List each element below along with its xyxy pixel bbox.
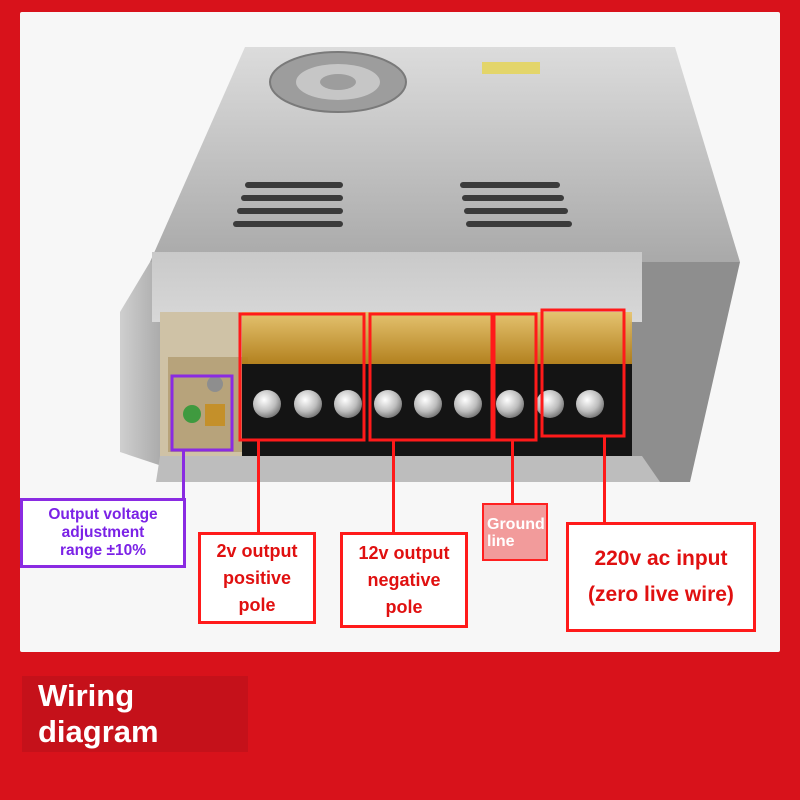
adjuster-callout-box (170, 374, 234, 452)
case-top (150, 47, 740, 262)
positive-connector (257, 440, 260, 536)
negative-pole-label: 12v output negative pole (340, 532, 468, 628)
vent-slots-right (460, 182, 572, 227)
power-supply-illustration (120, 47, 740, 482)
negative-line2: negative (367, 569, 441, 590)
ac-input-line1: 220v ac input (594, 547, 728, 570)
output-voltage-line1: Output voltage (48, 505, 158, 523)
terminal-screws (253, 390, 604, 418)
adjuster-connector (182, 450, 185, 502)
output-voltage-label: Output voltage adjustment range ±10% (20, 498, 186, 568)
ac-input-callout-box (540, 308, 626, 438)
negative-line3: pole (385, 596, 423, 617)
ac-input-label: 220v ac input (zero live wire) (566, 522, 756, 632)
output-voltage-line2: adjustment (61, 523, 145, 541)
title-line1: Wiring (38, 678, 135, 713)
vent-slots-left (233, 182, 343, 227)
negative-callout-box (368, 312, 494, 442)
ac-input-connector (603, 436, 606, 524)
ground-connector (511, 440, 514, 504)
ground-line1: Ground (487, 516, 545, 533)
output-voltage-line3: range ±10% (59, 542, 147, 560)
positive-line1: 2v output (216, 540, 298, 561)
case-side-right (620, 262, 740, 482)
ground-line2: line (487, 533, 515, 550)
negative-connector (392, 440, 395, 536)
positive-callout-box (238, 312, 366, 442)
title-background (22, 676, 248, 752)
warning-sticker (482, 62, 540, 74)
positive-pole-label: 2v output positive pole (198, 532, 316, 624)
ground-line-label: Ground line (482, 503, 548, 561)
wiring-diagram-title: Wiring diagram (38, 678, 159, 750)
terminal-cover (242, 312, 632, 364)
negative-line1: 12v output (358, 542, 450, 563)
positive-line3: pole (238, 594, 276, 615)
ground-callout-box (492, 312, 538, 442)
title-line2: diagram (38, 714, 159, 749)
ac-input-line2: (zero live wire) (588, 583, 734, 606)
positive-line2: positive (222, 567, 292, 588)
